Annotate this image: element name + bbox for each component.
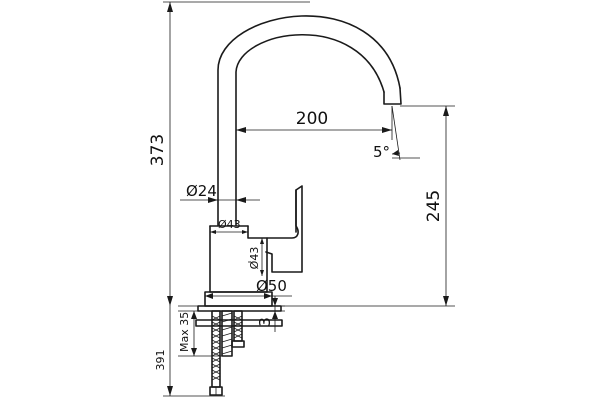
braided-hose-left <box>211 310 221 388</box>
dimension-body-diameter: Ø43 <box>210 218 248 234</box>
spout-outer-curve <box>217 15 401 226</box>
dim-label-body-diameter: Ø43 <box>218 218 241 231</box>
dimension-overall-height: 373 <box>148 2 173 306</box>
dimension-base-thickness: 3 <box>256 296 278 332</box>
dimension-spout-angle: 5° <box>373 143 420 161</box>
dim-label-spout-angle: 5° <box>373 143 390 161</box>
thread-line <box>221 338 233 343</box>
thread-line <box>221 318 233 323</box>
lever-handle <box>247 185 303 273</box>
dim-label-max-deck-thickness: Max 35 <box>178 312 191 352</box>
mounting-stud <box>221 310 233 357</box>
braided-hose-right <box>231 310 245 348</box>
dim-label-body-diameter-vertical: Ø43 <box>248 247 261 270</box>
dimension-spout-reach: 200 <box>236 109 392 133</box>
dim-label-base-thickness: 3 <box>256 317 274 327</box>
dimension-total-height: 391 <box>154 306 173 396</box>
dim-label-total-height: 391 <box>154 350 167 371</box>
thread-line <box>221 312 233 317</box>
dimension-base-diameter: Ø50 <box>205 277 292 299</box>
thread-line <box>221 332 233 337</box>
dimension-pipe-diameter: Ø24 <box>180 182 260 203</box>
dim-label-pipe-diameter: Ø24 <box>186 182 217 200</box>
extension-lines <box>163 1 455 397</box>
dim-label-spout-reach: 200 <box>296 109 328 129</box>
dimension-max-deck-thickness: Max 35 <box>178 311 197 356</box>
mounting-washer <box>195 319 283 327</box>
dim-label-base-diameter: Ø50 <box>256 277 287 295</box>
dim-label-overall-height: 373 <box>148 134 168 166</box>
thread-line <box>221 326 233 331</box>
dim-label-spout-height: 245 <box>424 190 444 222</box>
thread-line <box>221 344 233 349</box>
faucet-outline <box>195 15 402 396</box>
spout-inner-curve <box>235 33 385 226</box>
thread-line <box>221 350 233 355</box>
dimension-body-diameter-vertical: Ø43 <box>248 238 264 276</box>
spout-tip <box>383 87 402 105</box>
dimension-spout-height: 245 <box>424 106 449 306</box>
